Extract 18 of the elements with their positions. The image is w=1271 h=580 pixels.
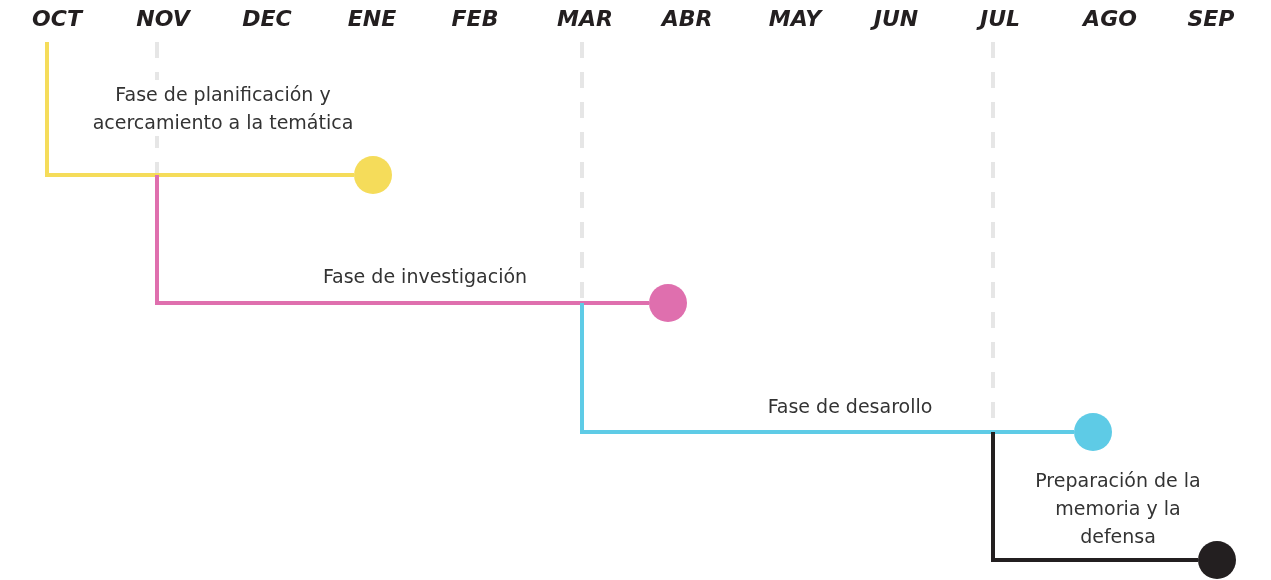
phase-line [580,303,1074,434]
month-label: MAY [768,6,822,31]
phase-line [155,175,649,305]
milestone-dot [354,156,392,194]
month-label: ENE [347,6,397,31]
month-label: SEP [1187,6,1235,31]
month-label: OCT [32,6,82,31]
month-label: ABR [661,6,713,31]
month-label: FEB [451,6,499,31]
month-label: AGO [1083,6,1137,31]
phase-line [45,42,354,177]
milestone-dot [1074,413,1112,451]
month-label: MAR [557,6,613,31]
phase-line [991,432,1198,562]
month-label: NOV [136,6,190,31]
milestone-dot [1198,541,1236,579]
milestone-dot [649,284,687,322]
month-label: DEC [242,6,292,31]
